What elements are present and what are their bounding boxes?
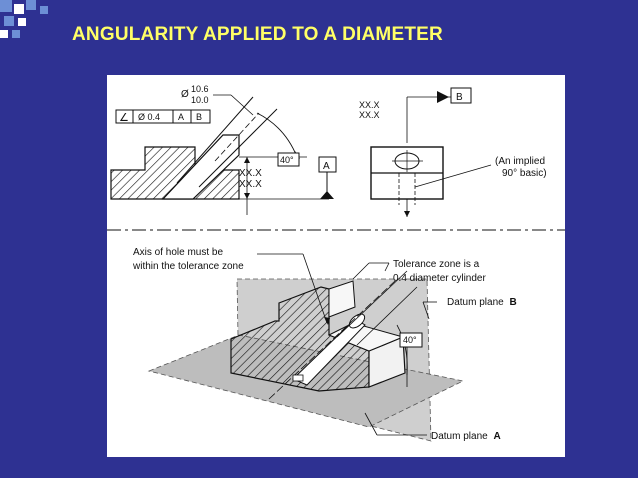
- datum-a-symbol: A: [318, 156, 337, 199]
- datum-plane-a-text: Datum plane: [431, 431, 488, 442]
- slide-title: ANGULARITY APPLIED TO A DIAMETER: [72, 24, 443, 45]
- corner-square-1: [0, 0, 12, 12]
- height-dim-upper: XX.X: [239, 168, 262, 179]
- height-dim-lower: XX.X: [239, 179, 262, 190]
- section-hole: [161, 134, 240, 200]
- dim-upper: 10.6: [191, 84, 209, 94]
- dim-lower: 10.0: [191, 95, 209, 105]
- datum-plane-b-letter: B: [509, 297, 516, 308]
- engineering-figure: Ø 10.6 10.0 ∠ Ø 0.4 A B 40° XX.X XX.X A: [107, 75, 565, 457]
- implied-note-1: (An implied: [495, 156, 545, 167]
- tolerance-zone-cylinder: [292, 318, 366, 386]
- corner-square-2: [14, 4, 24, 14]
- corner-square-6: [40, 6, 48, 14]
- end-view: XX.X XX.X B (An implied 90° basic): [359, 87, 547, 217]
- angle-top: 40°: [280, 155, 294, 165]
- angularity-icon: ∠: [119, 112, 129, 124]
- fcf-tolerance: Ø 0.4: [138, 112, 160, 122]
- datum-plane-b-note: Datum plane B: [447, 297, 517, 308]
- side-dim-lower: XX.X: [359, 110, 380, 120]
- datum-plane-a-letter: A: [493, 431, 500, 442]
- corner-square-7: [12, 30, 20, 38]
- datum-plane-b-text: Datum plane: [447, 297, 504, 308]
- axis-note-2: within the tolerance zone: [132, 261, 244, 272]
- figure-svg: Ø 10.6 10.0 ∠ Ø 0.4 A B 40° XX.X XX.X A: [107, 84, 565, 442]
- implied-note-2: 90° basic): [502, 168, 547, 179]
- fcf-datum-b: B: [196, 112, 202, 122]
- fcf-datum-a: A: [178, 112, 184, 122]
- zone-note-1: Tolerance zone is a: [393, 259, 480, 270]
- angle-bottom: 40°: [403, 335, 417, 345]
- corner-square-5: [18, 18, 26, 26]
- diameter-dimension: Ø 10.6 10.0: [181, 84, 254, 116]
- feature-control-frame: ∠ Ø 0.4 A B: [115, 109, 211, 124]
- side-dim-upper: XX.X: [359, 100, 380, 110]
- datum-b-label: B: [456, 92, 463, 103]
- corner-square-3: [26, 0, 36, 10]
- corner-square-8: [0, 30, 8, 38]
- pictorial-view: 40°: [147, 253, 465, 442]
- datum-a-label: A: [323, 161, 330, 172]
- datum-plane-a-note: Datum plane A: [431, 431, 501, 442]
- zone-note-2: 0.4 diameter cylinder: [393, 273, 486, 284]
- corner-square-4: [4, 16, 14, 26]
- axis-note-1: Axis of hole must be: [133, 247, 223, 258]
- angle-dimension: 40° XX.X XX.X: [239, 112, 329, 215]
- diameter-symbol: Ø: [181, 89, 189, 100]
- section-view: [110, 96, 278, 200]
